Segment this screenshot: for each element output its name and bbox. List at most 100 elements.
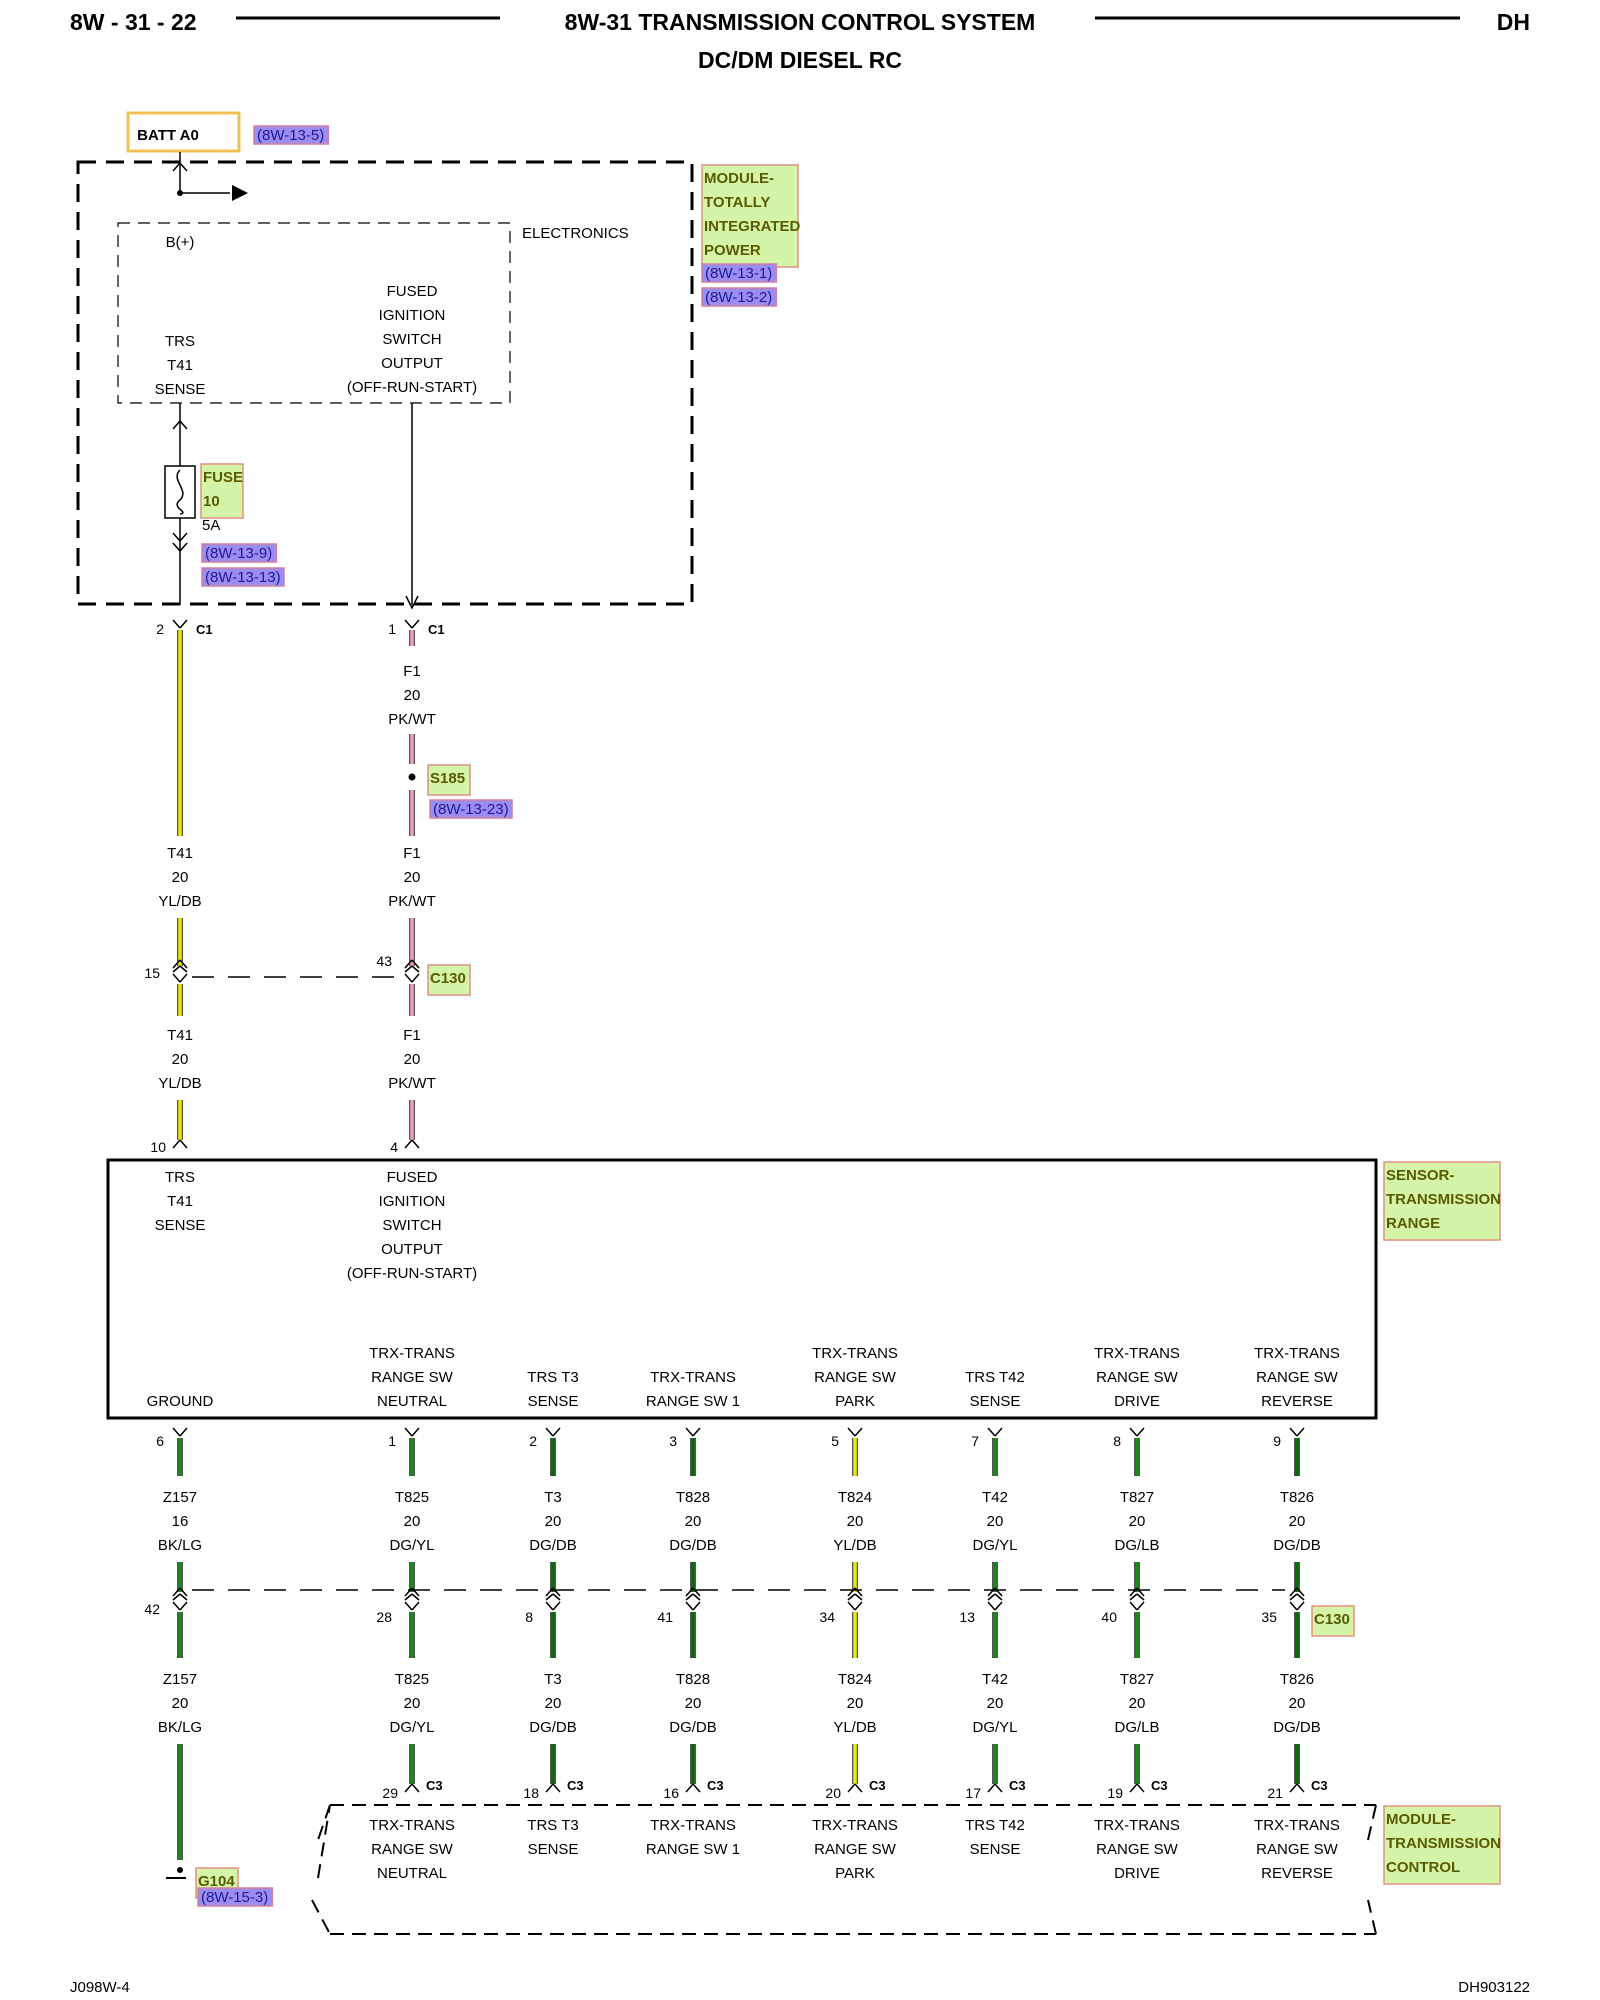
lower-circuit-7-sensor-pin-l (1129, 1427, 1138, 1437)
upper-circuit-1-wire-3-label: 20 (172, 1051, 189, 1068)
lower-circuit-4-c130-bot-r (692, 1601, 701, 1611)
sensor-fused-label: FUSED (387, 1169, 438, 1186)
tcm-pin-label-5: TRS T42 (965, 1817, 1025, 1834)
upper-circuit-2-c130-bot-r (411, 973, 420, 983)
tipm-ref-2-box (701, 287, 778, 307)
sensor-name: TRANSMISSION (1386, 1191, 1501, 1208)
upper-circuit-1-c130-bot-l (172, 973, 181, 983)
upper-circuit-1-c130-pin-number: 15 (144, 965, 160, 981)
lower-circuit-5-wire-a-label: 20 (847, 1513, 864, 1530)
lower-circuit-6-sensor-pin-l (987, 1427, 996, 1437)
sensor-pin-label-8: REVERSE (1261, 1393, 1333, 1410)
lower-circuit-8-c3-label: C3 (1311, 1778, 1328, 1793)
upper-circuit-1-c130-top-r (179, 959, 188, 969)
upper-circuit-2-c1-label: C1 (428, 622, 445, 637)
lower-circuit-4-wire-b-label: DG/DB (669, 1719, 717, 1736)
model-code: DH (1497, 9, 1530, 35)
tcm-pin-label-7: REVERSE (1261, 1865, 1333, 1882)
tipm-trs-label: SENSE (155, 381, 206, 398)
upper-circuit-2-wire-2-label: F1 (403, 845, 421, 862)
lower-circuit-8-c3-pin-number: 21 (1267, 1785, 1283, 1801)
fuse-ref-1-box (201, 543, 278, 563)
lower-circuit-1-wire-a-label: Z157 (163, 1489, 197, 1506)
lower-circuit-7-wire-a-label: T827 (1120, 1489, 1154, 1506)
lower-circuit-1-c130-m2 (179, 1593, 188, 1601)
sensor-pin-label-2: TRX-TRANS (369, 1345, 455, 1362)
lower-circuit-8-sensor-pin-r (1296, 1427, 1305, 1437)
lower-circuit-4-sensor-pin-number: 3 (669, 1433, 677, 1449)
tipm-fused-label: IGNITION (379, 307, 446, 324)
lower-circuit-3-c3-pin-l (545, 1783, 554, 1793)
lower-circuit-1-sensor-pin-l (172, 1427, 181, 1437)
tipm-fused-label: FUSED (387, 283, 438, 300)
lower-circuit-8-sensor-pin-number: 9 (1273, 1433, 1281, 1449)
lower-circuit-1-wire-a-label: BK/LG (158, 1537, 202, 1554)
upper-circuit-2-c1-pin-number: 1 (388, 621, 396, 637)
lower-circuit-1-c130-top-r (179, 1587, 188, 1597)
upper-circuit-2-splice: S185 (430, 770, 465, 787)
upper-circuit-1-wire-2-label: 20 (172, 869, 189, 886)
lower-circuit-5-c130-m2 (854, 1593, 863, 1601)
ground-dot (177, 1867, 183, 1873)
upper-circuit-2-c130-m2 (411, 965, 420, 973)
upper-circuit-1-wire-2-label: YL/DB (158, 893, 201, 910)
footer-right-code: DH903122 (1458, 1979, 1530, 1996)
sensor-trs-label: TRS (165, 1169, 195, 1186)
lower-circuit-8-wire-b-label: T826 (1280, 1671, 1314, 1688)
lower-circuit-5-wire-b-label: YL/DB (833, 1719, 876, 1736)
sensor-trs-label: T41 (167, 1193, 193, 1210)
bplus-dot (177, 190, 183, 196)
upper-circuit-2-c130-pin-number: 43 (376, 953, 392, 969)
lower-circuit-2-wire-a-label: DG/YL (389, 1537, 434, 1554)
upper-circuit-2-splice-dot (408, 773, 416, 781)
upper-circuit-2-sensor-pin-l (404, 1139, 413, 1149)
ground-ref: (8W-15-3) (201, 1889, 268, 1906)
tcm-pin-label-6: RANGE SW (1096, 1841, 1179, 1858)
lower-circuit-4-c130-m2 (692, 1593, 701, 1601)
upper-circuit-1-wire-2-label: T41 (167, 845, 193, 862)
upper-circuit-1-wire-3-label: YL/DB (158, 1075, 201, 1092)
tcm-pin-label-1: RANGE SW (371, 1841, 454, 1858)
lower-circuit-6-c130-pin-number: 13 (959, 1609, 975, 1625)
tipm-fused-label: SWITCH (382, 331, 441, 348)
tcm-pin-label-4: TRX-TRANS (812, 1817, 898, 1834)
ground-ref-box (197, 1887, 274, 1907)
lower-circuit-8-c130-m2 (1296, 1593, 1305, 1601)
tcm-pin-label-6: DRIVE (1114, 1865, 1160, 1882)
lower-c130-label: C130 (1314, 1611, 1350, 1628)
sensor-pin-label-7: TRX-TRANS (1094, 1345, 1180, 1362)
lower-circuit-6-c3-label: C3 (1009, 1778, 1026, 1793)
upper-circuit-1-c1-pin-r (179, 619, 188, 629)
lower-circuit-2-c130-bot-r (411, 1601, 420, 1611)
lower-circuit-8-wire-a-label: 20 (1289, 1513, 1306, 1530)
lower-circuit-4-sensor-pin-l (685, 1427, 694, 1437)
lower-circuit-4-wire-b-label: 20 (685, 1695, 702, 1712)
lower-circuit-2-sensor-pin-l (404, 1427, 413, 1437)
lower-circuit-6-sensor-pin-number: 7 (971, 1433, 979, 1449)
lower-circuit-7-wire-b-label: DG/LB (1114, 1719, 1159, 1736)
lower-circuit-8-c130-bot-r (1296, 1601, 1305, 1611)
lower-circuit-2-c3-pin-r (411, 1783, 420, 1793)
electronics-outline (117, 222, 511, 404)
fuse-ref-2: (8W-13-13) (205, 569, 281, 586)
batt-pin-r (179, 162, 188, 172)
upper-circuit-2-c130-top-l (404, 959, 413, 969)
upper-circuit-1-c130-m2 (179, 965, 188, 973)
lower-circuit-5-c130-m1 (847, 1593, 856, 1601)
lower-circuit-4-wire-a-label: DG/DB (669, 1537, 717, 1554)
upper-circuit-2-splice-ref: (8W-13-23) (433, 801, 509, 818)
tcm-name-box (1383, 1805, 1501, 1885)
lower-circuit-3-c130-bot-l (545, 1601, 554, 1611)
upper-circuit-2-wire-3-label: 20 (404, 1051, 421, 1068)
lower-circuit-8-sensor-pin-l (1289, 1427, 1298, 1437)
lower-circuit-8-wire-b-label: DG/DB (1273, 1719, 1321, 1736)
tcm-name: TRANSMISSION (1386, 1835, 1501, 1852)
lower-circuit-6-wire-b-label: T42 (982, 1671, 1008, 1688)
upper-circuit-2-wire-3-label: PK/WT (388, 1075, 436, 1092)
sensor-pin-label-2: RANGE SW (371, 1369, 454, 1386)
fuse-out-pin-1-r (179, 532, 188, 542)
lower-circuit-6-wire-b-label: DG/YL (972, 1719, 1017, 1736)
lower-circuit-1-wire-b-label: 20 (172, 1695, 189, 1712)
lower-circuit-7-c3-pin-r (1136, 1783, 1145, 1793)
lower-circuit-7-wire-a-label: 20 (1129, 1513, 1146, 1530)
